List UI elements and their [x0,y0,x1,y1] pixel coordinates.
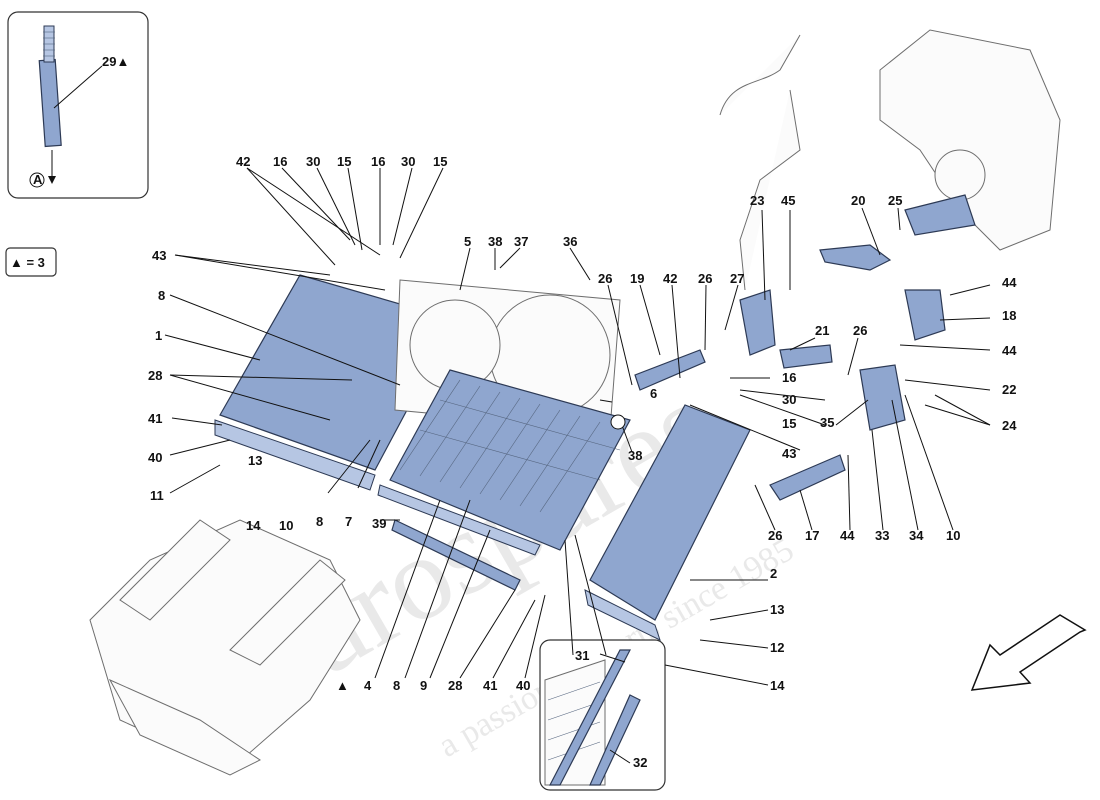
callout-43-left: 43 [152,248,166,263]
leader-lines [164,167,991,764]
callout-42-top: 42 [236,154,250,169]
inset-box: 29▲ A [7,11,149,199]
ref-a-circle [29,172,45,188]
mounting-bar [377,484,541,556]
callout-33: 33 [875,528,889,543]
callout-labels: 42 16 30 15 16 30 15 43 5 38 37 36 8 1 2… [148,154,1017,770]
callout-26-b: 26 [698,271,712,286]
callout-22: 22 [1002,382,1016,397]
callout-27: 27 [730,271,744,286]
callout-1: 1 [155,328,162,343]
callout-23: 23 [750,193,764,208]
callout-14-right: 14 [770,678,785,693]
callout-39: 39 [372,516,386,531]
callout-12: 12 [770,640,784,655]
callout-45: 45 [781,193,795,208]
callout-25: 25 [888,193,902,208]
ghost-chassis [89,519,361,776]
callout-6: 6 [650,386,657,401]
callout-11: 11 [150,488,164,503]
callout-24: 24 [1002,418,1017,433]
callout-32: 32 [633,755,647,770]
callout-42-right: 42 [663,271,677,286]
callout-26-c: 26 [853,323,867,338]
callout-26-d: 26 [768,528,782,543]
callout-19: 19 [630,271,644,286]
callout-28-left: 28 [148,368,162,383]
callout-21: 21 [815,323,829,338]
callout-15-right: 15 [782,416,796,431]
callout-18: 18 [1002,308,1016,323]
ref-a-label: A [33,172,43,187]
callout-10-left: 10 [279,518,293,533]
detail-inset [539,639,666,791]
callout-2: 2 [770,566,777,581]
radiator-left [214,274,456,491]
callout-34: 34 [909,528,924,543]
hoses [634,194,976,501]
callout-8-mid: 8 [316,514,323,529]
callout-7: 7 [345,514,352,529]
ref-a-marker-icon [610,414,626,430]
callout-31: 31 [575,648,589,663]
ghost-engine-cover [879,29,1061,251]
callout-14-left: 14 [246,518,261,533]
callout-triangle: ▲ [336,678,349,693]
condenser [389,369,631,551]
callout-10-right: 10 [946,528,960,543]
callout-15-top-right: 15 [433,154,447,169]
callout-43-right: 43 [782,446,796,461]
callout-30-top-left: 30 [306,154,320,169]
ghost-hose [719,34,801,291]
callout-44-mid: 44 [1002,343,1017,358]
callout-20: 20 [851,193,865,208]
callout-37: 37 [514,234,528,249]
callout-40-bottom: 40 [516,678,530,693]
callout-13-left: 13 [248,453,262,468]
callout-30-top-right: 30 [401,154,415,169]
callout-30-right: 30 [782,392,796,407]
callout-8-bottom: 8 [393,678,400,693]
callout-13-right: 13 [770,602,784,617]
callout-26-a: 26 [598,271,612,286]
callout-44-bottom: 44 [840,528,855,543]
callout-16-top-right: 16 [371,154,385,169]
quantity-note: ▲ = 3 [5,247,57,277]
callout-36: 36 [563,234,577,249]
callout-8-left: 8 [158,288,165,303]
callout-5: 5 [464,234,471,249]
callout-38-top: 38 [488,234,502,249]
inset-callout-29: 29▲ [102,54,129,69]
callout-9: 9 [420,678,427,693]
callout-4: 4 [364,678,372,693]
callout-17: 17 [805,528,819,543]
callout-41-left: 41 [148,411,162,426]
callout-44-top: 44 [1002,275,1017,290]
callout-15-top-left: 15 [337,154,351,169]
callout-16-right: 16 [782,370,796,385]
direction-arrow-icon [970,614,1087,691]
quantity-note-text: ▲ = 3 [10,255,45,270]
callout-35: 35 [820,415,834,430]
callout-40-left: 40 [148,450,162,465]
callout-41-bottom: 41 [483,678,497,693]
callout-28-bottom: 28 [448,678,462,693]
callout-38-mid: 38 [628,448,642,463]
callout-16-top-left: 16 [273,154,287,169]
